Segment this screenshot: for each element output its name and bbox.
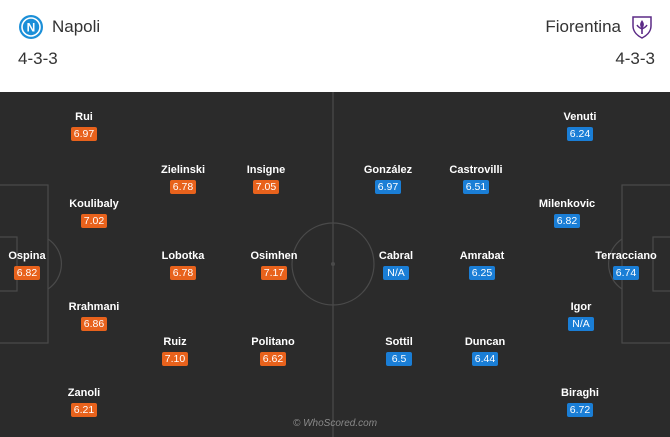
- player-name: Duncan: [464, 336, 506, 348]
- player-amrabat[interactable]: Amrabat 6.25: [442, 250, 522, 281]
- player-rating: 6.72: [566, 403, 594, 417]
- player-biraghi[interactable]: Biraghi 6.72: [540, 387, 620, 418]
- player-cabral[interactable]: Cabral N/A: [356, 250, 436, 281]
- away-formation: 4-3-3: [615, 49, 655, 68]
- player-rating: 6.97: [70, 127, 98, 141]
- player-politano[interactable]: Politano 6.62: [233, 336, 313, 367]
- player-rating: 6.62: [259, 352, 287, 366]
- player-name: González: [363, 164, 413, 176]
- player-rui[interactable]: Rui 6.97: [44, 111, 124, 142]
- player-name: Zielinski: [160, 164, 206, 176]
- player-sottil[interactable]: Sottil 6.5: [359, 336, 439, 367]
- player-rating: 7.02: [80, 214, 108, 228]
- player-gonzalez[interactable]: González 6.97: [348, 164, 428, 195]
- player-rating: 6.78: [169, 180, 197, 194]
- player-rating: 6.44: [471, 352, 499, 366]
- home-team[interactable]: N Napoli: [18, 14, 100, 40]
- player-name: Insigne: [246, 164, 286, 176]
- player-name: Ospina: [8, 250, 46, 262]
- player-rrahmani[interactable]: Rrahmani 6.86: [54, 301, 134, 332]
- player-milenkovic[interactable]: Milenkovic 6.82: [527, 198, 607, 229]
- player-rating: 6.51: [462, 180, 490, 194]
- home-team-name: Napoli: [52, 17, 101, 36]
- player-rating: 6.82: [13, 266, 41, 280]
- player-zanoli[interactable]: Zanoli 6.21: [44, 387, 124, 418]
- player-rating: 7.10: [161, 352, 189, 366]
- player-name: Ruiz: [163, 336, 187, 348]
- player-name: Biraghi: [561, 387, 599, 399]
- player-duncan[interactable]: Duncan 6.44: [445, 336, 525, 367]
- player-osimhen[interactable]: Osimhen 7.17: [234, 250, 314, 281]
- player-name: Venuti: [563, 111, 597, 123]
- player-rating: 6.21: [70, 403, 98, 417]
- player-terracciano[interactable]: Terracciano 6.74: [586, 250, 666, 281]
- match-header: N Napoli 4-3-3 Fiorentina 4-3-3: [0, 0, 670, 92]
- player-name: Milenkovic: [538, 198, 596, 210]
- player-rating: 7.17: [260, 266, 288, 280]
- player-name: Amrabat: [459, 250, 505, 262]
- player-name: Politano: [251, 336, 295, 348]
- away-team[interactable]: Fiorentina: [545, 14, 655, 40]
- player-koulibaly[interactable]: Koulibaly 7.02: [54, 198, 134, 229]
- player-rating: 7.05: [252, 180, 280, 194]
- player-ospina[interactable]: Ospina 6.82: [0, 250, 67, 281]
- player-name: Cabral: [378, 250, 414, 262]
- player-venuti[interactable]: Venuti 6.24: [540, 111, 620, 142]
- player-name: Osimhen: [250, 250, 298, 262]
- player-rating: 6.82: [553, 214, 581, 228]
- svg-text:N: N: [27, 21, 36, 35]
- whoscored-watermark: © WhoScored.com: [292, 418, 378, 429]
- player-rating: N/A: [568, 317, 594, 331]
- pitch-markings: [0, 92, 670, 437]
- napoli-crest-icon: N: [18, 14, 44, 40]
- player-lobotka[interactable]: Lobotka 6.78: [143, 250, 223, 281]
- player-rating: 6.86: [80, 317, 108, 331]
- player-rating: N/A: [383, 266, 409, 280]
- home-formation: 4-3-3: [18, 49, 58, 68]
- player-rating: 6.25: [468, 266, 496, 280]
- player-ruiz[interactable]: Ruiz 7.10: [135, 336, 215, 367]
- player-rating: 6.78: [169, 266, 197, 280]
- player-rating: 6.97: [374, 180, 402, 194]
- pitch: Rui 6.97 Zielinski 6.78 Insigne 7.05 Kou…: [0, 92, 670, 437]
- player-insigne[interactable]: Insigne 7.05: [226, 164, 306, 195]
- player-name: Rrahmani: [68, 301, 120, 313]
- player-igor[interactable]: Igor N/A: [541, 301, 621, 332]
- fiorentina-crest-icon: [629, 14, 655, 40]
- player-rating: 6.74: [612, 266, 640, 280]
- player-name: Lobotka: [161, 250, 205, 262]
- away-team-name: Fiorentina: [545, 17, 621, 36]
- player-name: Sottil: [385, 336, 413, 348]
- player-zielinski[interactable]: Zielinski 6.78: [143, 164, 223, 195]
- player-rating: 6.24: [566, 127, 594, 141]
- player-name: Zanoli: [67, 387, 101, 399]
- player-rating: 6.5: [386, 352, 412, 366]
- player-name: Koulibaly: [69, 198, 119, 210]
- player-name: Rui: [75, 111, 93, 123]
- player-castrovilli[interactable]: Castrovilli 6.51: [436, 164, 516, 195]
- player-name: Igor: [570, 301, 592, 313]
- player-name: Terracciano: [595, 250, 657, 262]
- player-name: Castrovilli: [449, 164, 503, 176]
